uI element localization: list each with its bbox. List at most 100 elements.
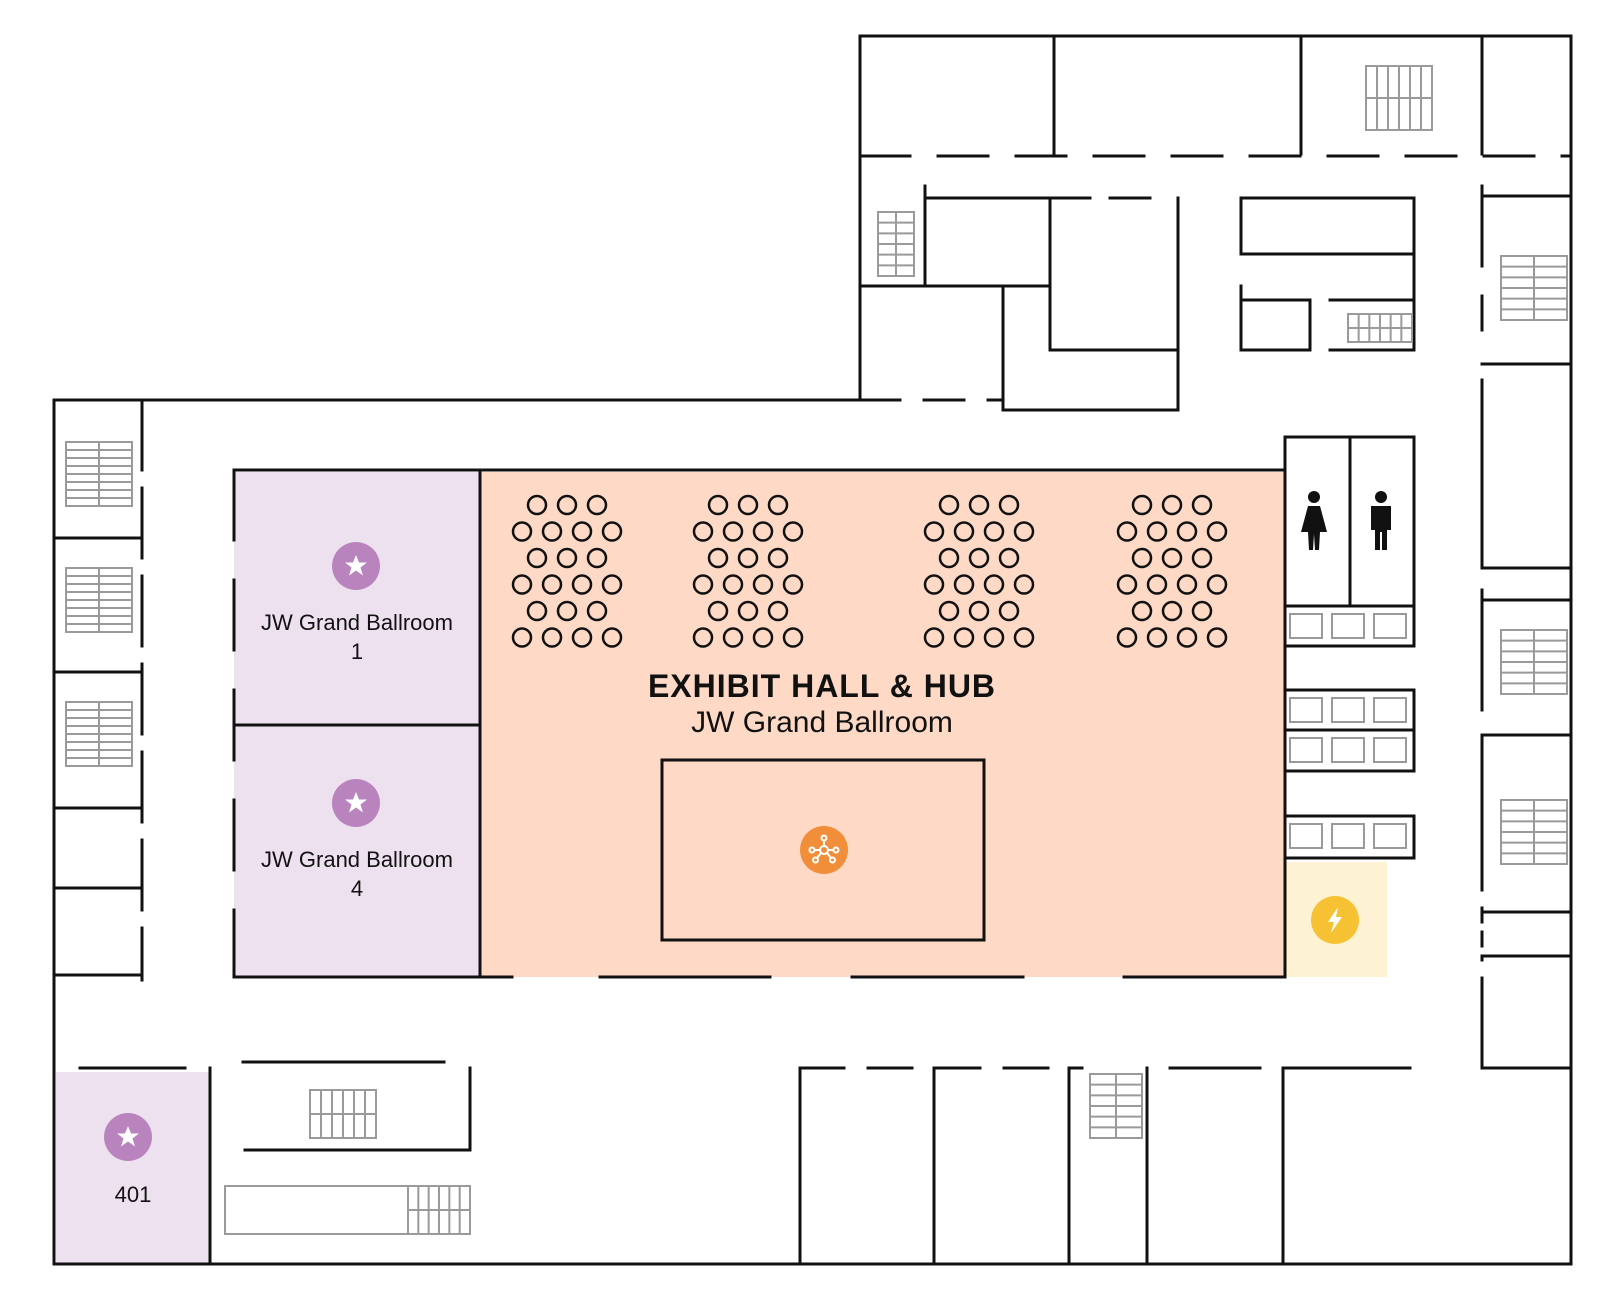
ballroom-1-number: 1 [350, 639, 364, 664]
seating-layout [511, 494, 1228, 648]
ballroom-4-name: JW Grand Ballroom [261, 847, 453, 872]
seat [998, 547, 1020, 569]
seat [953, 521, 975, 542]
seat [1191, 600, 1213, 622]
seat [556, 547, 578, 569]
seat [1116, 574, 1138, 595]
seat [707, 600, 729, 622]
seat [1161, 600, 1183, 622]
seat [1206, 627, 1228, 648]
seat [1146, 521, 1168, 542]
seat [1131, 494, 1153, 516]
stairs-icon [309, 1089, 377, 1139]
seat [571, 521, 593, 542]
seat [782, 627, 804, 648]
stairs-icon [65, 65, 1568, 1235]
seat [737, 494, 759, 516]
seat [1146, 574, 1168, 595]
seat [1013, 521, 1035, 542]
seat [1116, 627, 1138, 648]
ballroom-4-number: 4 [350, 876, 364, 901]
network-hub-icon[interactable] [800, 826, 848, 874]
seat [968, 600, 990, 622]
seat [707, 547, 729, 569]
seat [511, 521, 533, 542]
seat [737, 600, 759, 622]
seat [1206, 574, 1228, 595]
lower-wing-walls [78, 1060, 1412, 1266]
seat [586, 600, 608, 622]
seat [1161, 547, 1183, 569]
seat [556, 494, 578, 516]
seat [511, 574, 533, 595]
women-restroom-icon[interactable] [1301, 491, 1327, 550]
stairs-icon [1089, 1073, 1143, 1139]
seat [782, 574, 804, 595]
seat [526, 494, 548, 516]
stairs-icon [65, 441, 133, 507]
stairs-icon [65, 567, 133, 633]
stairs-icon [1365, 65, 1433, 131]
seat [752, 574, 774, 595]
seat [541, 574, 563, 595]
seat [983, 521, 1005, 542]
seat [541, 627, 563, 648]
seat [601, 574, 623, 595]
ballroom-4-zone[interactable] [234, 725, 480, 977]
stairs-icon [877, 211, 915, 277]
ballroom-1-zone[interactable] [234, 472, 480, 725]
seat [692, 574, 714, 595]
seat [938, 547, 960, 569]
lightning-bolt-icon[interactable] [1311, 896, 1359, 944]
seat [923, 574, 945, 595]
seat [1176, 627, 1198, 648]
seat [1206, 521, 1228, 542]
seat [526, 547, 548, 569]
seat [983, 574, 1005, 595]
seat [968, 547, 990, 569]
seat [938, 600, 960, 622]
ballroom-1-label: JW Grand Ballroom 1 [234, 608, 480, 666]
exhibit-hall-title: EXHIBIT HALL & HUB [647, 668, 997, 704]
ballroom-4-label: JW Grand Ballroom 4 [234, 845, 480, 903]
seat [1176, 574, 1198, 595]
seat [1116, 521, 1138, 542]
stairs-icon [65, 701, 133, 767]
stairs-icon [1500, 629, 1568, 695]
seat [1013, 574, 1035, 595]
seat [601, 521, 623, 542]
seat [1131, 600, 1153, 622]
seat [782, 521, 804, 542]
star-icon[interactable] [104, 1113, 152, 1161]
seat [707, 494, 729, 516]
seat [722, 521, 744, 542]
seat [722, 574, 744, 595]
ballroom-1-name: JW Grand Ballroom [261, 610, 453, 635]
seat [601, 627, 623, 648]
men-restroom-icon[interactable] [1371, 491, 1391, 550]
seat [953, 627, 975, 648]
seat [998, 494, 1020, 516]
seat [938, 494, 960, 516]
seat [1013, 627, 1035, 648]
stairs-icon [1500, 799, 1568, 865]
seat [511, 627, 533, 648]
left-wing-walls [52, 398, 144, 982]
seat [968, 494, 990, 516]
seat [722, 627, 744, 648]
upper-wing-walls [858, 34, 1573, 1070]
seat [923, 521, 945, 542]
star-icon[interactable] [332, 542, 380, 590]
star-icon[interactable] [332, 779, 380, 827]
stairs-icon [1347, 313, 1413, 343]
room-401-zone[interactable] [56, 1072, 210, 1264]
seat [526, 600, 548, 622]
seat [692, 521, 714, 542]
seat [983, 627, 1005, 648]
seat [556, 600, 578, 622]
seat [752, 521, 774, 542]
seat [767, 600, 789, 622]
seat [1191, 547, 1213, 569]
seat [737, 547, 759, 569]
